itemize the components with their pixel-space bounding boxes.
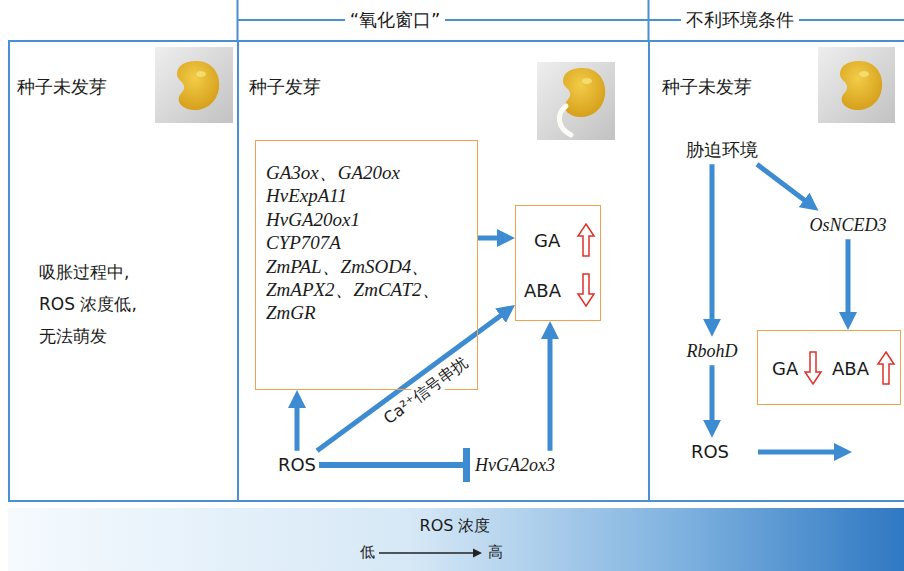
gene-name: CYP707A: [266, 231, 341, 254]
seed-highlight: [196, 71, 206, 77]
decrease-arrow: [805, 352, 821, 384]
arrow-connector: [710, 365, 715, 428]
scale-end: 低: [360, 543, 375, 562]
gene-name: OsNCED3: [809, 214, 886, 237]
arrow-connector: [710, 164, 715, 327]
molecule-name: ROS: [691, 441, 729, 464]
scale-line: [379, 552, 474, 553]
edge-label: Ca²⁺信号串扰: [378, 352, 473, 430]
gene-node: HvGA2ox3: [472, 451, 558, 480]
increase-arrow: [578, 224, 594, 256]
seed: [563, 68, 605, 117]
sprout: [559, 106, 571, 135]
stage-panel: 胁迫环境 OsNCED3RbohD GA ABA ROS 种子未发芽: [648, 40, 904, 502]
hormone-name: GA: [534, 230, 560, 253]
arrow-connector: [845, 239, 850, 320]
gene-name: ZmGR: [266, 301, 316, 324]
arrow-connector: [478, 236, 505, 241]
gene-box: GA3ox、GA20oxHvExpA11HvGA20ox1CYP707AZmPA…: [255, 140, 478, 390]
stage-panel: GA3ox、GA20oxHvExpA11HvGA20ox1CYP707AZmPA…: [237, 40, 650, 502]
photo-ground: [155, 47, 233, 123]
concentration-band: ROS 浓度低 高: [8, 508, 904, 571]
outflow-line: [758, 450, 836, 455]
increase-arrow: [878, 352, 894, 384]
seed: [177, 61, 219, 110]
arrow-connector: [757, 164, 811, 204]
seed-photo: [818, 47, 895, 123]
arrow-connector: [547, 331, 552, 451]
arrow-connector: [294, 400, 299, 451]
hormone-box: GA ABA: [515, 205, 601, 321]
photo-ground: [537, 62, 615, 140]
gene-node: OsNCED3: [806, 211, 889, 240]
hormone-name: GA: [772, 358, 798, 381]
gene-name: RbohD: [687, 340, 738, 363]
decrease-arrow: [578, 274, 594, 306]
stage-panel: 种子未发芽吸胀过程中, ROS 浓度低, 无法萌发: [8, 40, 239, 502]
seed-highlight: [859, 71, 869, 77]
gene-name: HvGA2ox3: [475, 454, 555, 477]
stage-title: 种子未发芽: [662, 76, 752, 99]
condition-node: 胁迫环境: [683, 136, 761, 165]
gene-name: ZmAPX2、ZmCAT2、: [266, 278, 441, 301]
outflow-arrowhead: [834, 443, 852, 461]
window-label: “氧化窗口”: [345, 9, 446, 32]
hormone-box: GA ABA: [757, 330, 901, 405]
photo-ground: [818, 47, 895, 123]
hormone-name: ABA: [524, 280, 561, 303]
gene-name: HvExpA11: [266, 184, 347, 207]
seed-photo: [155, 47, 233, 123]
scale-arrowhead: [473, 549, 482, 558]
header-rule: [238, 0, 904, 41]
stage-note: 吸胀过程中, ROS 浓度低, 无法萌发: [39, 256, 159, 352]
scale-end: 高: [488, 543, 503, 562]
arrow-connector: [317, 311, 507, 451]
seed: [840, 61, 882, 110]
molecule-node: ROS: [688, 438, 732, 467]
header-line: [238, 19, 904, 21]
condition-name: 胁迫环境: [686, 139, 758, 162]
stage-title: 种子发芽: [249, 76, 321, 99]
gene-name: HvGA20ox1: [266, 208, 360, 231]
band-title: ROS 浓度: [420, 516, 491, 536]
gene-node: RbohD: [684, 337, 741, 366]
inhibition-line: [319, 462, 470, 468]
scale-arrow: [379, 549, 482, 558]
stage-title: 种子未发芽: [17, 76, 107, 99]
seed-highlight: [582, 78, 592, 84]
gradient-band: [8, 508, 904, 571]
molecule-node: ROS: [275, 451, 319, 480]
gene-name: ZmPAL、ZmSOD4、: [266, 255, 430, 278]
outflow-arrow: [758, 443, 852, 461]
gene-name: GA3ox、GA20ox: [266, 161, 400, 184]
hormone-name: ABA: [832, 358, 869, 381]
seed-photo: [537, 62, 615, 140]
window-label: 不利环境条件: [681, 9, 799, 32]
molecule-name: ROS: [278, 454, 316, 477]
